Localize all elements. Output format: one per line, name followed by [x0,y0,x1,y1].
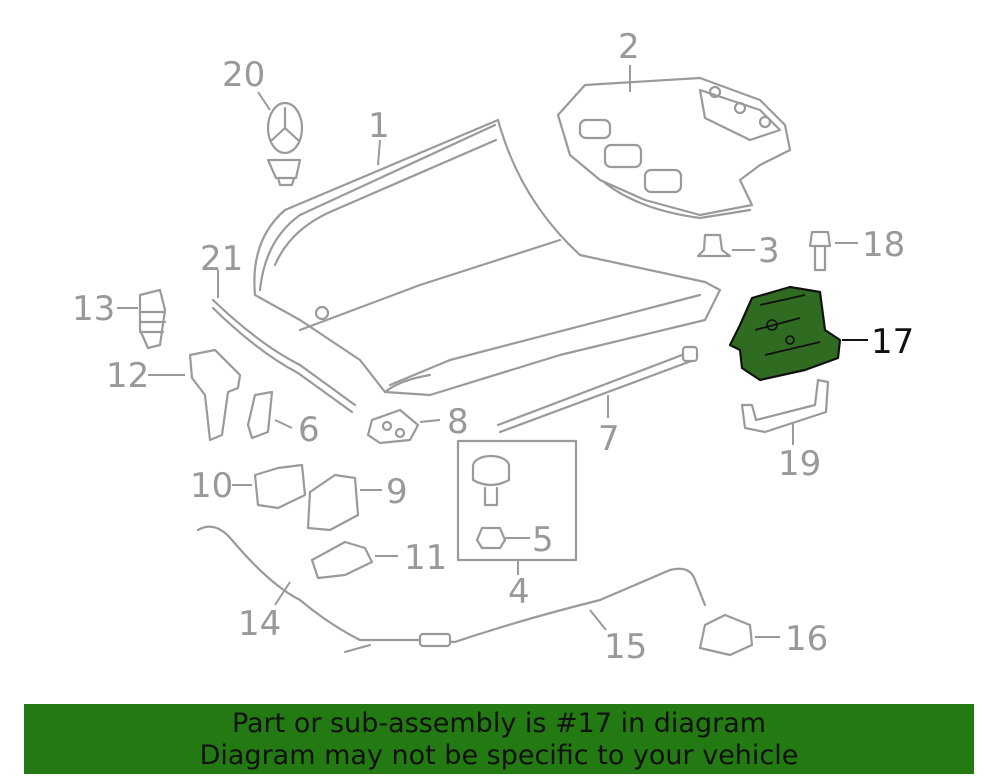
callout-11: 11 [404,538,447,578]
callout-13: 13 [72,289,115,329]
hood-bumper-part[interactable] [138,288,167,350]
fastener-part[interactable] [696,233,732,258]
stop-kit-part[interactable] [456,439,578,562]
callout-1: 1 [368,106,390,146]
catch-bracket-part[interactable] [253,463,307,510]
guide-part[interactable] [366,408,420,445]
callout-6: 6 [298,410,320,450]
callout-18: 18 [862,225,905,265]
callout-20: 20 [222,55,265,95]
hood-latch-part[interactable] [728,285,842,382]
callout-21: 21 [200,239,243,279]
callout-10: 10 [190,466,233,506]
hood-panel-part[interactable] [253,118,722,397]
latch-bracket-part[interactable] [188,348,242,442]
callout-19: 19 [778,444,821,484]
bolt-part[interactable] [808,230,832,272]
callout-16: 16 [785,619,828,659]
release-cable-part[interactable] [196,525,707,654]
callout-12: 12 [106,356,149,396]
release-lever-part[interactable] [698,613,754,657]
callout-3: 3 [758,231,780,271]
clip-part[interactable] [246,390,274,440]
callout-7: 7 [598,419,620,459]
lift-support-part[interactable] [496,345,699,434]
latch-mount-part[interactable] [740,378,830,434]
callout-5: 5 [532,520,554,560]
callout-17: 17 [871,322,914,362]
support-bracket-part[interactable] [306,473,360,532]
callout-4: 4 [508,572,530,612]
callout-2: 2 [618,27,640,67]
hood-seal-part[interactable] [211,298,357,414]
release-handle-part[interactable] [310,540,374,580]
hood-insulator-part[interactable] [556,76,792,220]
banner-line-1: Part or sub-assembly is #17 in diagram [231,708,767,739]
callout-15: 15 [604,627,647,667]
callout-14: 14 [238,604,281,644]
parts-diagram: 2 1 20 21 13 12 6 [72,27,914,667]
hood-emblem-part[interactable] [266,101,304,187]
banner-line-2: Diagram may not be specific to your vehi… [199,740,799,771]
callout-8: 8 [447,402,469,442]
callout-9: 9 [386,472,408,512]
info-banner: Part or sub-assembly is #17 in diagram D… [24,704,974,774]
